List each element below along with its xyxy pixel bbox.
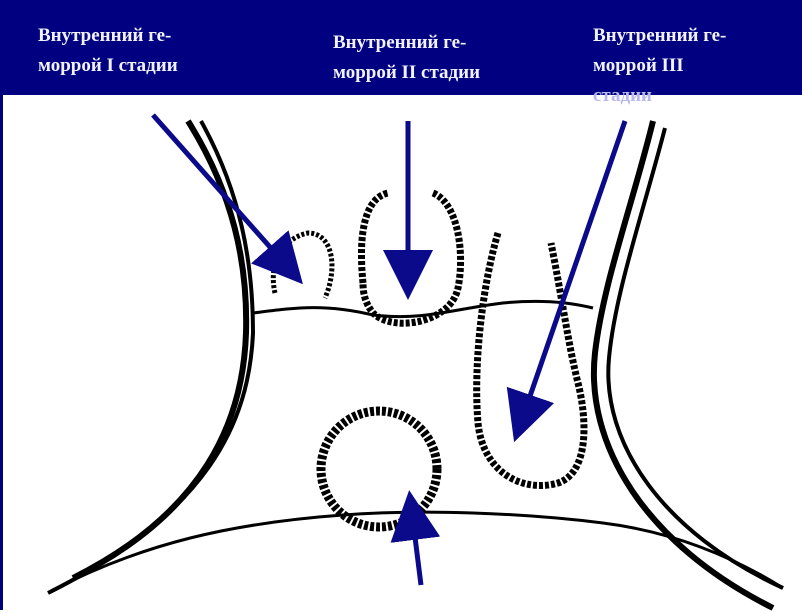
stage-3-node — [477, 233, 584, 486]
right-outer-contour — [594, 121, 773, 608]
arrow-external — [411, 505, 421, 585]
arrow-stage-1 — [153, 115, 293, 273]
hemorrhoid-diagram — [3, 3, 802, 613]
stage-2-node — [361, 193, 460, 323]
dentate-line — [253, 301, 593, 316]
external-node — [321, 411, 437, 527]
stage-1-node — [273, 233, 332, 298]
